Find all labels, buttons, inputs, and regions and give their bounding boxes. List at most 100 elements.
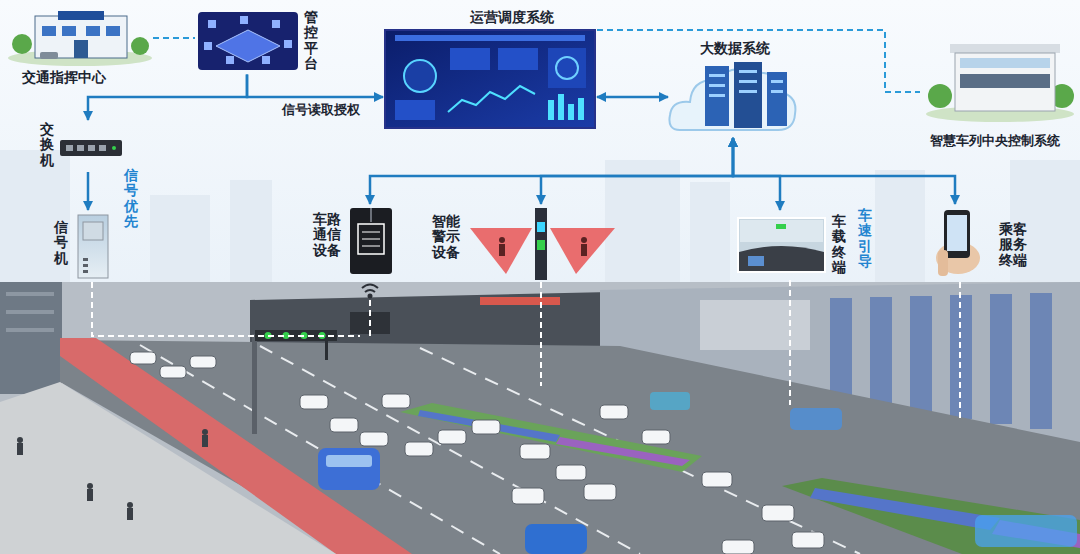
car <box>520 444 550 459</box>
annotation-label: 车速引导 <box>858 208 872 270</box>
street-scene <box>480 297 560 305</box>
command-center-icon <box>74 40 88 58</box>
facade-panel <box>830 298 852 403</box>
device-node: 管控平台 <box>195 8 321 75</box>
dispatch-screen-icon <box>395 35 585 41</box>
dispatch-screen-icon <box>404 60 436 92</box>
traffic-light <box>325 338 328 360</box>
car <box>330 418 358 432</box>
bus <box>650 392 690 410</box>
skyline <box>690 182 730 290</box>
control-platform-icon <box>216 30 280 62</box>
node-label: 乘客服务终端 <box>999 222 1027 268</box>
dispatch-screen-icon <box>548 100 554 120</box>
dispatch-screen-icon <box>448 86 535 112</box>
control-platform-icon <box>204 16 292 64</box>
control-platform-icon <box>198 12 298 70</box>
street-scene <box>6 310 54 314</box>
dispatch-screen-icon <box>450 48 490 70</box>
vehicle-terminal-icon <box>739 246 824 271</box>
lane-marking <box>140 345 860 554</box>
control-platform-icon <box>226 56 234 64</box>
street-scene <box>0 282 62 394</box>
big-data-icon <box>709 74 725 77</box>
passenger-terminal-icon <box>944 210 970 258</box>
dispatch-screen-icon <box>498 48 538 70</box>
control-platform-icon <box>284 40 292 48</box>
facade-panel <box>1030 293 1052 429</box>
switch-icon <box>99 145 106 151</box>
device-node: 车路通信设备 <box>309 204 395 280</box>
street-scene <box>6 292 54 296</box>
device-node: 车载终端 <box>735 210 851 280</box>
switch-icon <box>77 145 84 151</box>
big-data-icon <box>771 80 783 83</box>
central-control-icon <box>960 58 1050 68</box>
data-flow-arrow <box>87 172 90 210</box>
skyline <box>605 160 680 290</box>
car <box>382 394 410 408</box>
dashed-link <box>153 37 195 39</box>
leader-line <box>92 282 360 336</box>
bus <box>975 515 1077 547</box>
data-flow-arrow <box>733 138 955 204</box>
edge-label: 信号优先 <box>124 168 138 230</box>
warning-device-icon <box>581 244 587 256</box>
control-platform-icon <box>262 56 270 64</box>
vehicle-terminal-icon <box>776 224 786 229</box>
median-strip <box>810 488 1000 530</box>
road-comm-device-icon <box>358 224 384 254</box>
skyline <box>230 180 272 290</box>
car <box>702 472 732 487</box>
switch-icon <box>66 145 73 151</box>
control-platform-icon <box>204 42 212 50</box>
device-node: 乘客服务终端 <box>932 204 1032 280</box>
device-node: 交换机 <box>36 120 126 172</box>
bus <box>525 524 587 554</box>
device-node: 智慧车列中央控制系统 <box>920 32 1075 154</box>
bus <box>790 408 842 430</box>
warning-device-icon <box>581 237 587 243</box>
warning-device-icon <box>470 228 532 274</box>
node-label: 管控平台 <box>304 10 318 72</box>
control-platform-icon <box>208 20 216 28</box>
central-control-icon <box>960 74 1050 88</box>
passenger-terminal-icon <box>938 250 948 276</box>
warning-device-icon <box>537 240 545 250</box>
data-flow-arrow <box>247 75 383 97</box>
command-center-icon <box>62 26 76 36</box>
leader-line <box>540 282 542 386</box>
big-data-icon <box>771 90 783 93</box>
big-data-icon <box>739 70 757 73</box>
leader-line <box>92 280 960 420</box>
switch-icon <box>88 145 95 151</box>
road-comm-device-icon <box>362 232 380 233</box>
passenger-terminal-icon <box>947 215 967 251</box>
switch-icon <box>60 140 122 156</box>
big-data-icon <box>705 66 729 126</box>
node-label: 信号机 <box>54 220 68 266</box>
pedestrian <box>87 483 93 489</box>
skyline <box>875 170 925 290</box>
node-label: 交通指挥中心 <box>22 69 106 86</box>
car <box>584 484 616 500</box>
car <box>300 395 328 409</box>
median-strip <box>400 403 702 472</box>
edge-label: 信号读取授权 <box>282 102 360 118</box>
dispatch-screen-icon <box>568 104 574 120</box>
signal-cabinet-icon <box>83 222 103 240</box>
warning-device-icon <box>550 228 615 274</box>
road-comm-device-icon <box>370 208 372 222</box>
skyline <box>0 150 70 290</box>
bus <box>318 392 1077 554</box>
warning-device-icon <box>499 237 505 243</box>
command-center-icon <box>86 26 100 36</box>
data-flow-arrow <box>88 75 247 120</box>
command-center-icon <box>35 16 127 58</box>
device-node: 智能警示设备 <box>428 204 618 280</box>
central-control-icon <box>955 53 1055 111</box>
big-data-icon <box>709 94 725 97</box>
